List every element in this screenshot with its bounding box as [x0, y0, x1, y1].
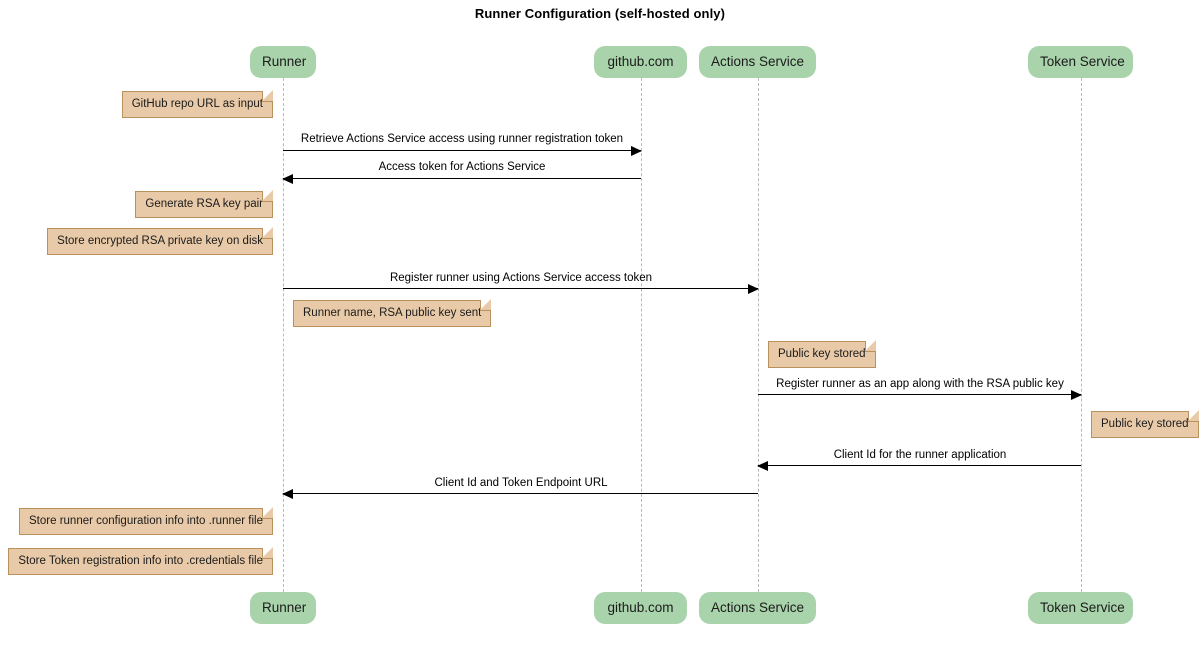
note-label: GitHub repo URL as input: [131, 98, 263, 110]
note-store-token-registration: Store Token registration info into .cred…: [8, 547, 273, 575]
participant-token-top-label: Token Service: [1040, 54, 1125, 69]
note-fold-icon: [262, 227, 273, 239]
arrowhead-right-icon: [748, 284, 759, 294]
arrowhead-left-icon: [282, 489, 293, 499]
participant-github-bottom[interactable]: github.com: [594, 592, 687, 624]
arrowhead-left-icon: [757, 461, 768, 471]
lifeline-token: [1081, 78, 1082, 592]
participant-token-top[interactable]: Token Service: [1028, 46, 1133, 78]
message-arrow-client-id-runner-application: [757, 461, 1081, 471]
note-runner-name-rsa-public-key-sent: Runner name, RSA public key sent: [293, 299, 492, 327]
diagram-title: Runner Configuration (self-hosted only): [474, 6, 726, 21]
participant-runner-bottom-label: Runner: [262, 600, 307, 615]
lifeline-github: [641, 78, 642, 592]
message-label-register-runner-as-app: Register runner as an app along with the…: [776, 378, 1064, 390]
note-store-encrypted-rsa-private-key: Store encrypted RSA private key on disk: [47, 227, 273, 255]
participant-actions-top-label: Actions Service: [711, 54, 805, 69]
note-label: Generate RSA key pair: [145, 198, 263, 210]
lifeline-runner: [283, 78, 284, 592]
participant-token-bottom[interactable]: Token Service: [1028, 592, 1133, 624]
arrowhead-left-icon: [282, 174, 293, 184]
arrowhead-right-icon: [1071, 390, 1082, 400]
participant-github-top-label: github.com: [607, 54, 674, 69]
note-generate-rsa-key-pair: Generate RSA key pair: [135, 190, 273, 218]
message-label-client-id-token-endpoint: Client Id and Token Endpoint URL: [434, 477, 608, 489]
participant-github-bottom-label: github.com: [607, 600, 674, 615]
note-github-repo-url: GitHub repo URL as input: [121, 90, 273, 118]
message-label-access-token-for-actions: Access token for Actions Service: [378, 161, 546, 173]
participant-runner-top[interactable]: Runner: [250, 46, 316, 78]
note-fold-icon: [262, 547, 273, 559]
note-label: Store Token registration info into .cred…: [18, 555, 263, 567]
note-fold-icon: [262, 90, 273, 102]
note-fold-icon: [480, 299, 492, 311]
participant-token-bottom-label: Token Service: [1040, 600, 1125, 615]
message-arrow-register-runner-as-app: [758, 390, 1082, 400]
message-arrow-register-runner: [283, 284, 759, 294]
note-store-runner-configuration: Store runner configuration info into .ru…: [19, 507, 273, 535]
participant-actions-bottom[interactable]: Actions Service: [699, 592, 816, 624]
note-label: Public key stored: [1101, 418, 1189, 430]
note-label: Runner name, RSA public key sent: [303, 307, 482, 319]
participant-runner-top-label: Runner: [262, 54, 307, 69]
note-label: Store runner configuration info into .ru…: [29, 515, 263, 527]
note-fold-icon: [1187, 410, 1199, 422]
participant-actions-bottom-label: Actions Service: [711, 600, 805, 615]
note-public-key-stored-actions: Public key stored: [768, 340, 876, 368]
note-public-key-stored-token: Public key stored: [1091, 410, 1199, 438]
note-fold-icon: [262, 507, 273, 519]
message-label-client-id-runner-application: Client Id for the runner application: [833, 449, 1007, 461]
participant-runner-bottom[interactable]: Runner: [250, 592, 316, 624]
lifeline-actions: [758, 78, 759, 592]
note-fold-icon: [262, 190, 273, 202]
message-arrow-retrieve-actions-access: [283, 146, 642, 156]
message-arrow-client-id-token-endpoint: [282, 489, 758, 499]
note-label: Public key stored: [778, 348, 866, 360]
participant-actions-top[interactable]: Actions Service: [699, 46, 816, 78]
message-label-retrieve-actions-access: Retrieve Actions Service access using ru…: [300, 133, 624, 145]
note-fold-icon: [864, 340, 876, 352]
participant-github-top[interactable]: github.com: [594, 46, 687, 78]
arrowhead-right-icon: [631, 146, 642, 156]
note-label: Store encrypted RSA private key on disk: [57, 235, 263, 247]
message-arrow-access-token-for-actions: [282, 174, 641, 184]
message-label-register-runner: Register runner using Actions Service ac…: [389, 272, 653, 284]
